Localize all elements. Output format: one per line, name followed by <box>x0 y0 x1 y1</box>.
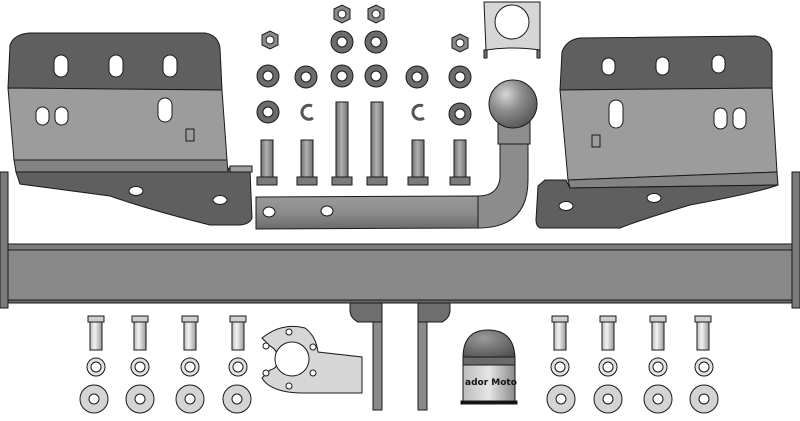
left-mounting-bracket <box>7 32 253 226</box>
socket-mounting-plate <box>261 325 363 394</box>
hex-nut-icon <box>333 4 351 24</box>
spring-washers-upper <box>300 103 425 121</box>
hex-nut-icon <box>367 4 385 24</box>
hex-nut-icon <box>451 33 469 53</box>
crossbar <box>0 171 800 309</box>
hex-nuts <box>261 4 469 53</box>
hex-nut-icon <box>261 30 279 50</box>
small-bolts-right <box>551 315 712 351</box>
washers-left <box>79 384 252 414</box>
spring-washers-right <box>550 357 714 377</box>
socket-cover-plate <box>483 1 541 59</box>
ball-cover-brand-text: ador Moto <box>465 378 517 388</box>
hitch-mount-brackets <box>349 302 451 411</box>
tow-ball-cover: ador Moto <box>460 329 518 405</box>
right-mounting-bracket <box>535 35 779 229</box>
large-bolts <box>256 101 471 186</box>
spring-washers-left <box>86 357 248 377</box>
washers-right <box>546 384 719 414</box>
tow-ball-neck <box>255 79 538 230</box>
washers-upper <box>256 30 472 126</box>
small-bolts-left <box>87 315 247 351</box>
